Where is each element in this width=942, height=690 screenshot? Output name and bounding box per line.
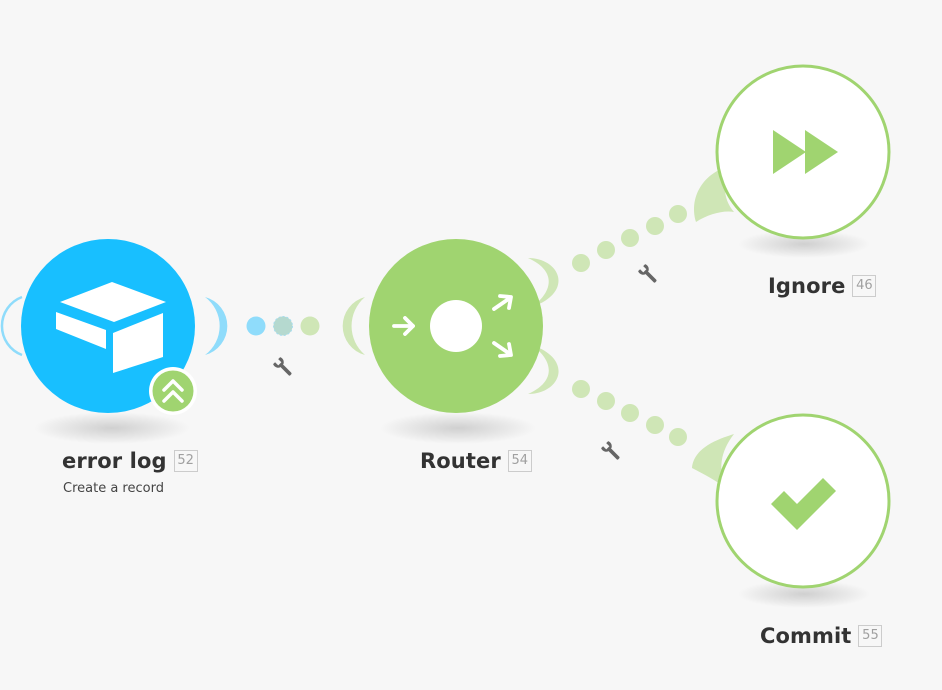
module-error-log[interactable]: [21, 239, 197, 415]
fast-forward-icon: [773, 130, 838, 174]
connection-dot: [646, 416, 664, 434]
commit-input-port: [692, 434, 734, 488]
router-arrows-icon: [392, 294, 513, 358]
router-hub: [430, 300, 482, 352]
ignore-label[interactable]: Ignore 46: [768, 274, 877, 298]
connection-dot: [646, 217, 664, 235]
ignore-shadow: [738, 230, 870, 258]
connection-dot: [572, 380, 590, 398]
router-output-port-top: [528, 258, 559, 307]
module-id-badge: 55: [858, 625, 883, 647]
connection-router-commit[interactable]: [528, 345, 734, 488]
connection-errorlog-router[interactable]: [0, 295, 365, 357]
airtable-input-stub: [0, 295, 23, 357]
connection-router-ignore[interactable]: [528, 165, 734, 307]
commit-shadow: [738, 580, 870, 608]
commit-label[interactable]: Commit 55: [760, 624, 883, 648]
module-subtitle: Create a record: [63, 481, 164, 496]
error-log-label[interactable]: error log 52: [62, 449, 198, 473]
connection-dot: [597, 241, 615, 259]
module-name: error log: [62, 449, 167, 473]
module-id-badge: 54: [507, 450, 532, 472]
connection-dot: [572, 254, 590, 272]
connection-dot: [273, 316, 293, 336]
checkmark-icon: [771, 478, 836, 530]
module-name: Ignore: [768, 274, 846, 298]
module-ignore[interactable]: [715, 64, 891, 240]
module-name: Commit: [760, 624, 852, 648]
connection-dot-outline: [273, 316, 293, 336]
module-name: Router: [420, 449, 501, 473]
wrench-icon[interactable]: [638, 264, 660, 286]
router-shadow: [380, 412, 536, 444]
connection-dot: [621, 229, 639, 247]
router-input-port: [342, 297, 365, 355]
router-label[interactable]: Router 54: [420, 449, 532, 473]
error-log-circle: [21, 239, 195, 413]
connection-dot: [300, 316, 320, 336]
module-router[interactable]: [369, 239, 543, 413]
wrench-icon[interactable]: [601, 441, 623, 463]
double-chevron-up-icon: [162, 379, 184, 403]
connection-dot: [621, 404, 639, 422]
module-commit[interactable]: [715, 413, 891, 589]
connection-dot: [597, 392, 615, 410]
router-output-port-bottom: [528, 345, 559, 394]
connection-dot: [246, 316, 266, 336]
wrench-icon[interactable]: [273, 357, 295, 379]
module-id-badge: 46: [852, 275, 877, 297]
error-log-shadow: [34, 412, 190, 444]
module-id-badge: 52: [173, 450, 198, 472]
airtable-output-port: [205, 297, 228, 355]
airtable-box-icon: [56, 282, 166, 373]
connection-dot: [669, 205, 687, 223]
connection-dot: [669, 428, 687, 446]
